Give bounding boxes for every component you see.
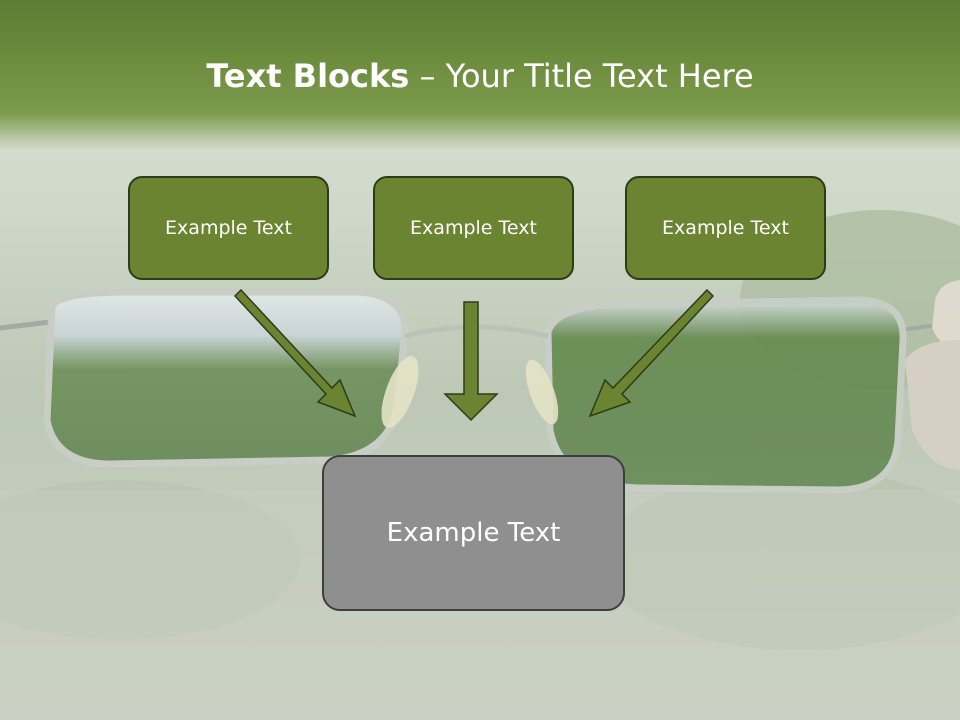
text-block-2[interactable]: Example Text bbox=[373, 176, 574, 280]
title-separator: – bbox=[409, 57, 446, 95]
arrow-down-right-icon bbox=[233, 288, 357, 418]
slide-title: Text Blocks – Your Title Text Here bbox=[0, 52, 960, 100]
text-block-main[interactable]: Example Text bbox=[322, 455, 625, 611]
arrow-down-icon bbox=[443, 301, 499, 422]
title-banner bbox=[0, 0, 960, 150]
text-block-1[interactable]: Example Text bbox=[128, 176, 329, 280]
title-rest: Your Title Text Here bbox=[445, 57, 754, 95]
arrow-down-left-icon bbox=[588, 288, 715, 418]
title-bold: Text Blocks bbox=[206, 57, 410, 95]
text-block-3[interactable]: Example Text bbox=[625, 176, 826, 280]
